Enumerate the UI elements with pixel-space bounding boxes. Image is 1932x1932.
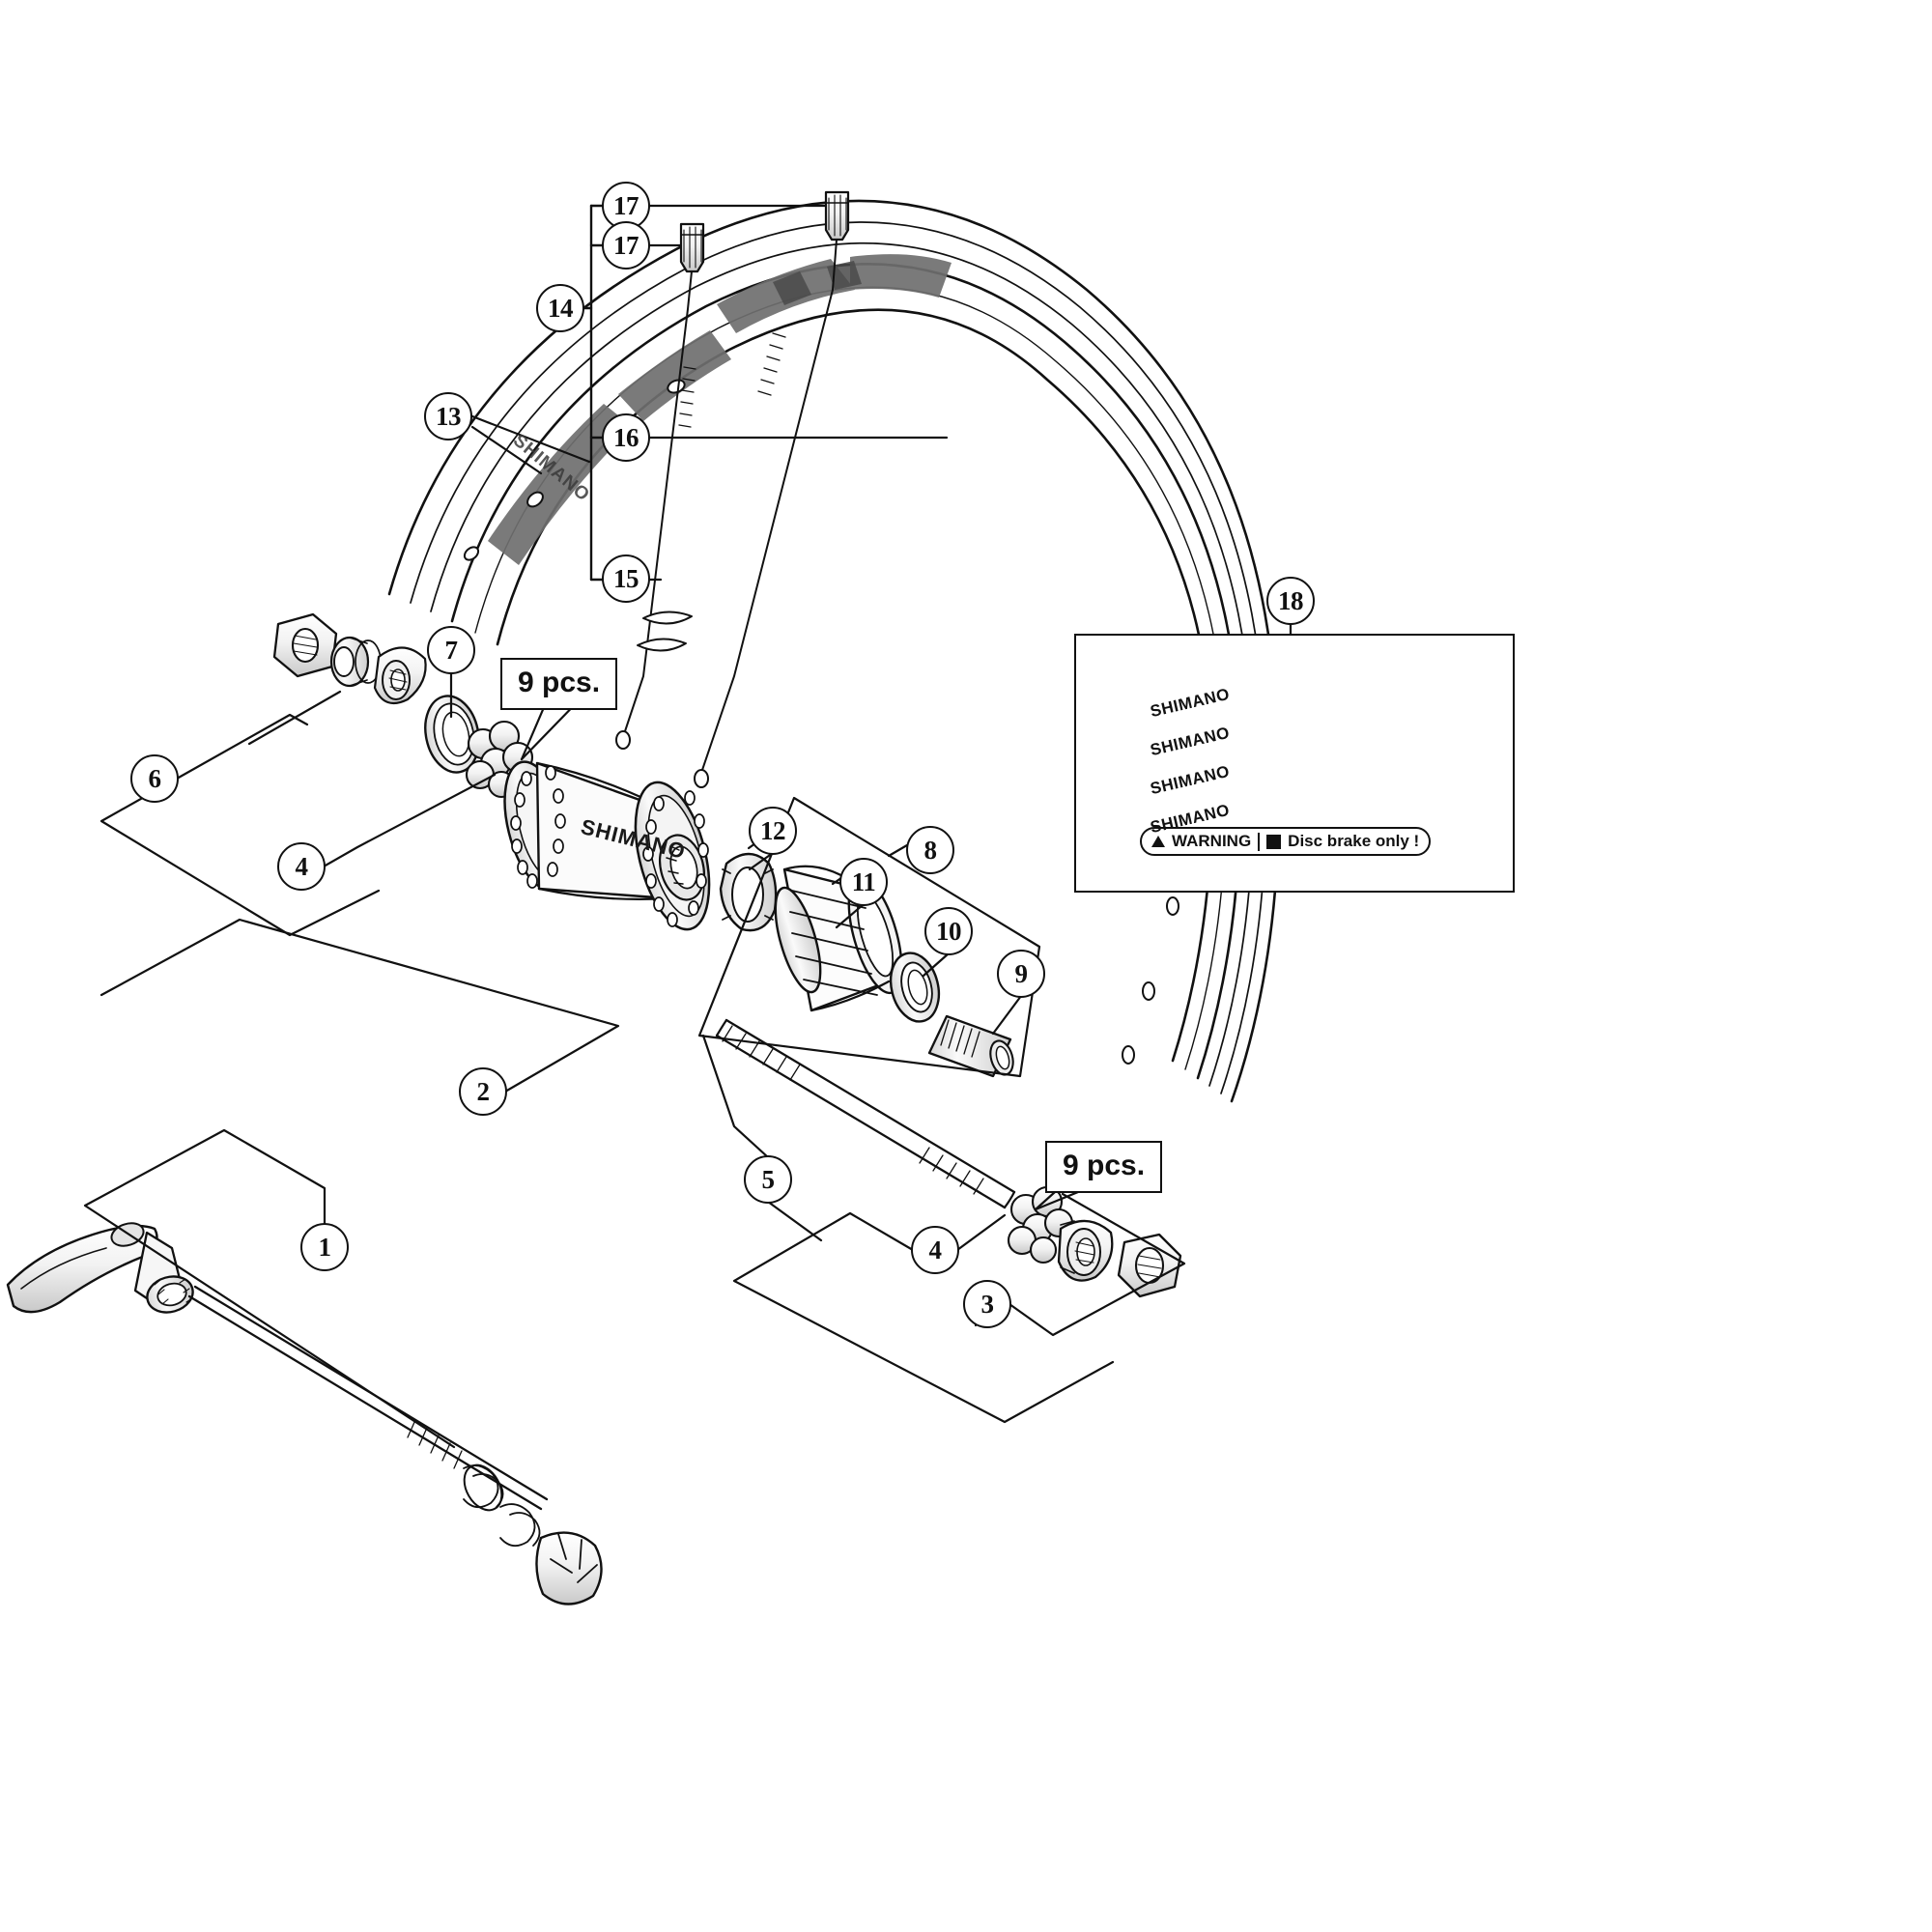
label-divider — [1258, 832, 1261, 851]
right-locknut — [1117, 1233, 1182, 1298]
nipple-b — [679, 222, 705, 273]
warning-label: WARNING Disc brake only ! — [1140, 827, 1432, 856]
callout-4-left[interactable]: 4 — [277, 842, 326, 891]
spoke-long — [694, 239, 838, 788]
callout-13[interactable]: 13 — [424, 392, 472, 440]
leader-lines — [83, 425, 1293, 1449]
warning-text: WARNING — [1172, 832, 1252, 850]
spoke-ties — [637, 611, 693, 652]
qr-adjusting-nut — [535, 1531, 603, 1605]
callout-18[interactable]: 18 — [1266, 577, 1315, 625]
hub-shell — [503, 760, 711, 931]
hub-axle — [715, 1018, 1016, 1209]
callout-15[interactable]: 15 — [602, 554, 650, 603]
spoke-short — [615, 270, 696, 750]
callout-9[interactable]: 9 — [997, 950, 1045, 998]
nipple-a — [824, 190, 850, 242]
callout-leaders — [470, 204, 949, 582]
callout-11[interactable]: 11 — [839, 858, 888, 906]
callout-14[interactable]: 14 — [536, 284, 584, 332]
disc-brake-notice-text: Disc brake only ! — [1288, 832, 1420, 850]
callout-3[interactable]: 3 — [963, 1280, 1011, 1328]
callout-8[interactable]: 8 — [906, 826, 954, 874]
callout-7[interactable]: 7 — [427, 626, 475, 674]
callout-10[interactable]: 10 — [924, 907, 973, 955]
freehub-body — [774, 865, 903, 1012]
callout-5[interactable]: 5 — [744, 1155, 792, 1204]
callout-16[interactable]: 16 — [602, 413, 650, 462]
quick-release-lever — [6, 1222, 194, 1314]
left-spacer — [329, 636, 382, 688]
callout-4-right[interactable]: 4 — [911, 1226, 959, 1274]
left-locknut — [272, 612, 338, 678]
callout-17-b[interactable]: 17 — [602, 221, 650, 270]
callout-12[interactable]: 12 — [749, 807, 797, 855]
freehub-axle-sleeve — [927, 1014, 1014, 1078]
right-cone — [1057, 1219, 1114, 1282]
callout-6[interactable]: 6 — [130, 754, 179, 803]
disc-brake-icon — [1266, 834, 1282, 849]
left-dust-cap — [424, 695, 480, 774]
callout-17-a[interactable]: 17 — [602, 182, 650, 230]
warning-triangle-icon — [1151, 836, 1165, 847]
callout-2[interactable]: 2 — [459, 1067, 507, 1116]
callout-1[interactable]: 1 — [300, 1223, 349, 1271]
annotation-9pcs-right: 9 pcs. — [1045, 1141, 1163, 1193]
annotation-9pcs-left: 9 pcs. — [500, 658, 618, 710]
qr-springs — [463, 1463, 541, 1548]
left-cone — [373, 646, 427, 705]
